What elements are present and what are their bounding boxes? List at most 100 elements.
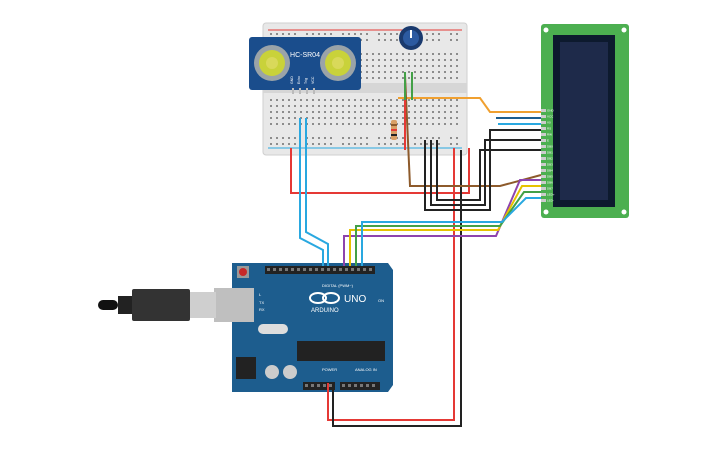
analog-header-pin[interactable] bbox=[354, 384, 357, 387]
wire-black-lcd2 bbox=[430, 139, 541, 206]
sensor-model-label: HC-SR04 bbox=[290, 52, 320, 59]
lcd-pin[interactable] bbox=[541, 169, 546, 172]
lcd-pin-label: DB1 bbox=[547, 151, 553, 155]
led-rx-label: RX bbox=[259, 307, 265, 312]
lcd-pin[interactable] bbox=[541, 199, 546, 202]
analog-header-pin[interactable] bbox=[372, 384, 375, 387]
wire-purple-d4 bbox=[343, 179, 541, 266]
led-tx-label: TX bbox=[259, 300, 264, 305]
digital-header-pin[interactable] bbox=[279, 268, 282, 271]
arduino-board[interactable]: ARDUINO UNO DIGITAL (PWM~) POWER ANALOG … bbox=[214, 263, 393, 392]
analog-header-pin[interactable] bbox=[342, 384, 345, 387]
lcd-pin-label: DB4 bbox=[547, 169, 553, 173]
digital-header-pin[interactable] bbox=[327, 268, 330, 271]
wire-yellow-d5 bbox=[349, 185, 541, 266]
arduino-name-label: ARDUINO bbox=[311, 308, 339, 314]
lcd-pin[interactable] bbox=[541, 115, 546, 118]
digital-header-pin[interactable] bbox=[357, 268, 360, 271]
sensor-pin-leg bbox=[299, 88, 301, 94]
analog-in-label: ANALOG IN bbox=[355, 367, 377, 372]
lcd-pin-label: GND bbox=[547, 109, 555, 113]
on-led-label: ON bbox=[378, 298, 384, 303]
wire-red-5v bbox=[327, 148, 455, 421]
digital-header-pin[interactable] bbox=[297, 268, 300, 271]
sensor-pin-gnd: GND bbox=[290, 76, 294, 84]
wire-black-lcd1 bbox=[424, 129, 541, 211]
power-header-pin[interactable] bbox=[323, 384, 326, 387]
lcd-pin-label: LED+ bbox=[547, 193, 555, 197]
lcd-pin-label: DB3 bbox=[547, 163, 553, 167]
arduino-model-label: UNO bbox=[344, 294, 366, 305]
lcd-pin[interactable] bbox=[541, 133, 546, 136]
analog-header-pin[interactable] bbox=[360, 384, 363, 387]
digital-header-pin[interactable] bbox=[339, 268, 342, 271]
lcd-pin[interactable] bbox=[541, 109, 546, 112]
sensor-pin-leg bbox=[313, 88, 315, 94]
sensor-pin-leg bbox=[292, 88, 294, 94]
lcd-pin[interactable] bbox=[541, 163, 546, 166]
wires bbox=[290, 72, 542, 427]
power-header-pin[interactable] bbox=[329, 384, 332, 387]
wire-red-power bbox=[290, 148, 470, 194]
lcd-pin-label: DB7 bbox=[547, 187, 553, 191]
digital-header-pin[interactable] bbox=[315, 268, 318, 271]
digital-header-pin[interactable] bbox=[351, 268, 354, 271]
lcd-pin-label: DB2 bbox=[547, 157, 553, 161]
lcd-pin[interactable] bbox=[541, 157, 546, 160]
potentiometer[interactable] bbox=[399, 26, 423, 50]
digital-header-pin[interactable] bbox=[267, 268, 270, 271]
wire-black-lcd3 bbox=[436, 140, 541, 201]
lcd-pin[interactable] bbox=[541, 181, 546, 184]
digital-header-pin[interactable] bbox=[369, 268, 372, 271]
lcd-pin-label: LED- bbox=[547, 199, 554, 203]
wire-black-gnd bbox=[332, 150, 462, 427]
wire-orange-lcd bbox=[398, 97, 541, 113]
wire-teal-d7 bbox=[361, 197, 541, 266]
lcd-pin-header: GNDVCCV0RSRWEDB0DB1DB2DB3DB4DB5DB6DB7LED… bbox=[541, 109, 555, 203]
lcd-pin[interactable] bbox=[541, 139, 546, 142]
lcd-pin[interactable] bbox=[541, 151, 546, 154]
wire-blue-trig bbox=[299, 118, 324, 266]
lcd-pin[interactable] bbox=[541, 121, 546, 124]
analog-header-pin[interactable] bbox=[348, 384, 351, 387]
digital-header-pin[interactable] bbox=[309, 268, 312, 271]
lcd-pin-label: RW bbox=[547, 133, 552, 137]
digital-header-pin[interactable] bbox=[363, 268, 366, 271]
arduino-header-pins bbox=[267, 268, 375, 387]
lcd-pin[interactable] bbox=[541, 187, 546, 190]
lcd-pin[interactable] bbox=[541, 175, 546, 178]
digital-header-pin[interactable] bbox=[333, 268, 336, 271]
analog-header-pin[interactable] bbox=[366, 384, 369, 387]
digital-header-pin[interactable] bbox=[273, 268, 276, 271]
digital-header-pin[interactable] bbox=[321, 268, 324, 271]
digital-header-pin[interactable] bbox=[291, 268, 294, 271]
lcd-pin-label: DB0 bbox=[547, 145, 553, 149]
lcd-module[interactable]: GNDVCCV0RSRWEDB0DB1DB2DB3DB4DB5DB6DB7LED… bbox=[541, 24, 629, 218]
lcd-pin-label: E bbox=[547, 139, 549, 143]
lcd-pin-label: RS bbox=[547, 127, 551, 131]
lcd-pin[interactable] bbox=[541, 145, 546, 148]
digital-header-pin[interactable] bbox=[285, 268, 288, 271]
arduino-logo bbox=[309, 292, 340, 304]
usb-cable[interactable] bbox=[98, 289, 216, 321]
led-l-label: L bbox=[259, 292, 262, 297]
lcd-pin[interactable] bbox=[541, 127, 546, 130]
lcd-pin[interactable] bbox=[541, 193, 546, 196]
sensor-pin-echo: Echo bbox=[297, 76, 301, 84]
digital-header-pin[interactable] bbox=[345, 268, 348, 271]
power-header-pin[interactable] bbox=[311, 384, 314, 387]
digital-pins-label: DIGITAL (PWM~) bbox=[322, 283, 354, 288]
digital-header-pin[interactable] bbox=[303, 268, 306, 271]
power-header-pin[interactable] bbox=[317, 384, 320, 387]
sensor-pin-leg bbox=[306, 88, 308, 94]
resistor[interactable] bbox=[391, 120, 397, 140]
lcd-pin-label: V0 bbox=[547, 121, 551, 125]
sensor-pin-trig: Trig bbox=[304, 78, 308, 84]
lcd-pin-label: DB6 bbox=[547, 181, 553, 185]
lcd-pin-label: DB5 bbox=[547, 175, 553, 179]
power-header-pin[interactable] bbox=[305, 384, 308, 387]
power-label: POWER bbox=[322, 367, 337, 372]
